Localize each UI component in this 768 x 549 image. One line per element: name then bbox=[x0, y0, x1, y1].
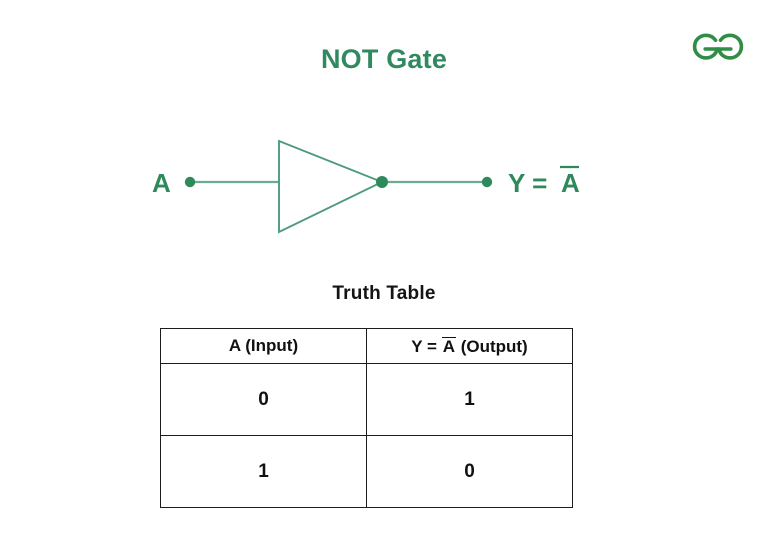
table-row: 0 1 bbox=[160, 363, 573, 436]
gate-triangle-body bbox=[278, 139, 385, 234]
cell-a-row-1: 1 bbox=[160, 435, 367, 508]
truth-table-heading: Truth Table bbox=[332, 283, 436, 304]
page-title: NOT Gate bbox=[320, 44, 448, 74]
output-node bbox=[481, 176, 493, 188]
column-header-a-input: A (Input) bbox=[160, 328, 367, 364]
geeksforgeeks-logo bbox=[690, 26, 746, 70]
table-header-row: A (Input) Y = A (Output) bbox=[160, 328, 573, 364]
truth-table: A (Input) Y = A (Output) 0 1 1 0 bbox=[160, 328, 573, 508]
gate-output-label-prefix: Y = bbox=[508, 168, 547, 198]
column-header-y-output: Y = A (Output) bbox=[366, 328, 573, 364]
not-gate-svg: A Y = A bbox=[152, 139, 580, 234]
cell-y-row-1: 0 bbox=[366, 435, 573, 508]
gate-input-label: A bbox=[152, 168, 171, 198]
gate-apex-node bbox=[376, 176, 388, 188]
cell-y-row-0: 1 bbox=[366, 363, 573, 436]
cell-a-row-0: 0 bbox=[160, 363, 367, 436]
table-row: 1 0 bbox=[160, 435, 573, 508]
gfg-logo-icon bbox=[692, 33, 744, 60]
column-header-y-prefix: Y = bbox=[411, 336, 442, 356]
column-header-a-input-label: A (Input) bbox=[228, 336, 299, 355]
not-gate-diagram: A Y = A bbox=[120, 120, 650, 250]
gate-output-label-var: A bbox=[561, 168, 580, 198]
column-header-y-var: A bbox=[441, 336, 456, 356]
input-node bbox=[184, 176, 196, 188]
column-header-y-suffix: (Output) bbox=[455, 336, 528, 356]
